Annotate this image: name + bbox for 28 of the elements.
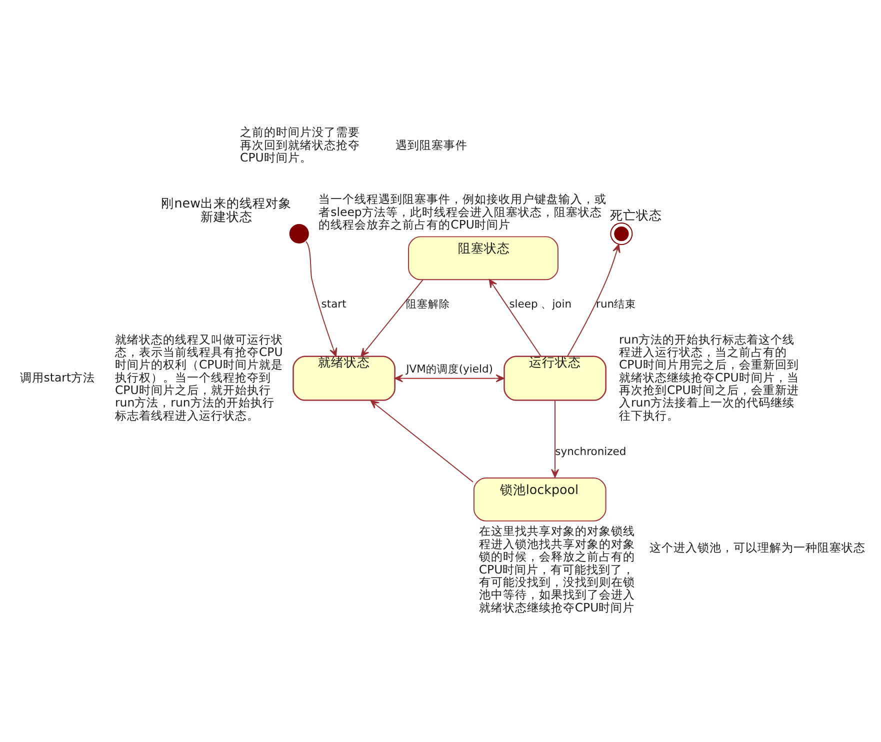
node-label: 在这里找共享对象的对象锁线程进入锁池找共享对象的对象锁的时候，会释放之前占有的CPU时间片，有可能找到了，有可能没找到，没找到则在锁池中等待，如果找到了会进入就绪状态继续抢夺CPU时间片 <box>478 524 635 614</box>
node-circle <box>289 224 309 244</box>
arrow <box>394 374 504 382</box>
node-box: 运行状态 <box>504 356 606 401</box>
edge-label: sleep 、join <box>509 297 572 310</box>
edge-label: 阻塞解除 <box>406 297 450 310</box>
arrow <box>551 400 560 478</box>
arrow <box>567 244 620 356</box>
arrow <box>370 400 474 483</box>
node-label: 死亡状态 <box>610 208 662 223</box>
node-label: 这个进入锁池，可以理解为一种阻塞状态 <box>649 540 866 554</box>
node-box: 就绪状态 <box>292 356 396 401</box>
node-label: 新建状态 <box>200 208 252 224</box>
label: 之前的时间片没了需要再次回到就绪状态抢夺CPU时间片。 <box>240 125 360 165</box>
edge-label: synchronized <box>555 444 626 458</box>
node-label: 当一个线程遇到阻塞事件，例如接收用户键盘输入，或者sleep方法等，此时线程会进入阻塞状态，阻塞状态的线程会放弃之前占有的CPU时间片 <box>318 192 607 232</box>
label: 调用start方法 <box>20 370 96 384</box>
arrow <box>360 278 424 357</box>
edge-label: run结束 <box>596 297 636 310</box>
node-label: 刚new出来的线程对象 <box>161 195 292 210</box>
arrow <box>305 241 338 357</box>
label: 遇到阻塞事件 <box>395 138 468 152</box>
node-label: 就绪状态的线程又叫做可运行状态，表示当前线程具有抢夺CPU时间片的权利（CPU时间片就是执行权）。当一个线程抢夺到CPU时间片之后，就开始执行run方法，run方法的开始执行标志着线程进入运行状态。 <box>115 332 283 422</box>
edge-label: start <box>321 297 346 310</box>
node-circle <box>610 222 633 245</box>
edge-label: JVM的调度(yield) <box>406 362 493 376</box>
node-label: run方法的开始执行标志着这个线程进入运行状态，当之前占有的CPU时间片用完之后，会重新回到就绪状态继续抢夺CPU时间片，当再次抢到CPU时间之后，会重新进入run方法接着上一次的代码继续往下执行。 <box>619 332 799 422</box>
arrow <box>488 278 542 357</box>
